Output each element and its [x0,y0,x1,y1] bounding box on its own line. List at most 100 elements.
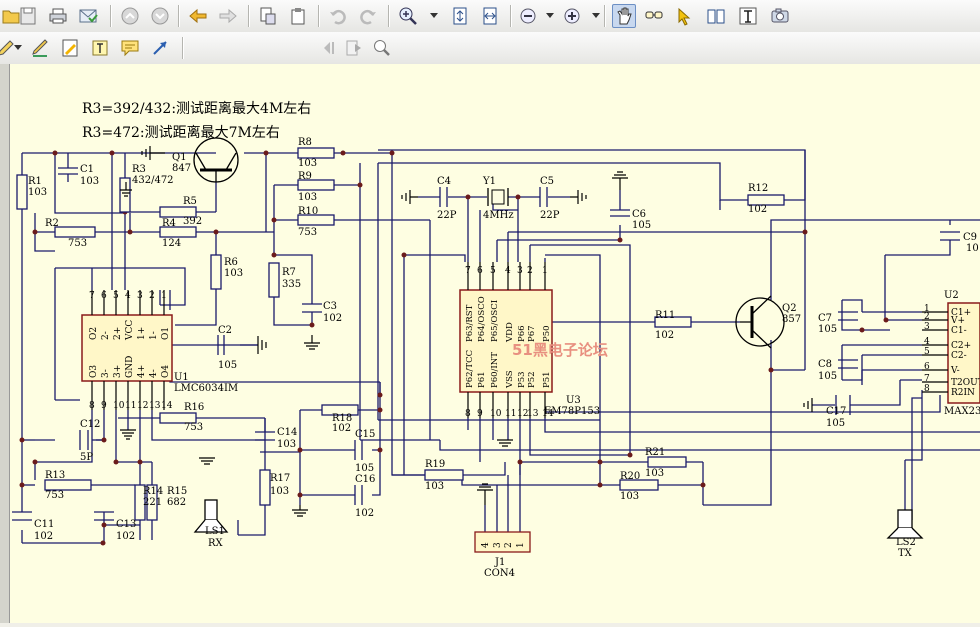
value-r11: 102 [655,330,674,341]
glasses-icon[interactable] [642,4,666,28]
u1-pin-label: 3- [101,369,111,378]
label-j1: J1 [494,557,505,568]
find-next-icon[interactable] [342,36,366,60]
open-icon[interactable] [0,4,24,28]
search-icon[interactable] [370,36,394,60]
u2-pin-label: C2- [951,351,967,361]
value-r14: 221 [143,497,162,508]
copy-page-icon[interactable] [256,4,280,28]
note-icon[interactable] [58,36,82,60]
undo-icon[interactable] [326,4,350,28]
arrow-tool-icon[interactable] [148,36,172,60]
u1-pin-label: 2- [101,331,111,340]
zoom-out-icon[interactable] [516,4,540,28]
zoom-plus-icon[interactable] [560,4,584,28]
value-c8: 105 [818,371,837,382]
u1-pin-number: 14 [161,401,173,411]
find-previous-icon[interactable] [316,36,340,60]
u1-pin-label: O1 [161,327,171,340]
back-icon[interactable] [186,4,210,28]
connector-j1 [474,531,531,553]
label-ls2: LS2 [896,537,916,548]
u3-pin-label: P61 [477,371,487,388]
value-y1: 4MHz [483,210,514,221]
value-u2: MAX23 [944,406,980,417]
select-arrow-icon[interactable] [672,4,696,28]
highlighter-icon[interactable] [28,36,52,60]
label-rx: RX [208,538,224,549]
u2-pin-label: V+ [950,316,965,326]
zoom-plus-dropdown-icon[interactable] [592,13,600,18]
j1-pin-number: 1 [516,542,526,548]
redo-icon[interactable] [356,4,380,28]
u1-pin-number: 10 [113,401,125,411]
comment-icon[interactable] [118,36,142,60]
u1-pin-label: GND [125,356,135,378]
label-r8: R8 [298,137,312,148]
two-page-icon[interactable] [704,4,728,28]
value-r3: 432/472 [132,175,174,186]
hand-tool-icon[interactable] [612,4,636,28]
label-q1: Q1 [172,152,187,163]
u2-pin-number: 1 [924,304,930,314]
label-c7: C7 [818,313,832,324]
text-select-icon[interactable] [736,4,760,28]
u3-pin-number: 12 [517,409,528,419]
save-icon[interactable] [16,4,40,28]
document-canvas[interactable]: R3=392/432:测试距离最大4M左右 R3=472:测试距离最大7M左右 [10,64,980,623]
u3-pin-label: P64/OSCO [477,296,487,342]
paste-page-icon[interactable] [286,4,310,28]
left-panel-handle[interactable] [0,64,10,623]
value-c1: 103 [80,176,99,187]
zoom-out-dropdown-icon[interactable] [546,13,554,18]
junction-dots [19,150,889,546]
u3-pin-label: P53 [517,371,527,388]
u1-pin-number: 9 [101,401,107,411]
value-r9: 103 [298,192,317,203]
pen-icon[interactable] [0,36,18,60]
label-r19: R19 [425,459,445,470]
speaker-ls1 [193,499,229,533]
u1-pin-label: 3+ [113,365,123,378]
u2-pin-number: 2 [924,312,930,322]
u1-pin-number: 2 [149,291,155,301]
crystal-y1 [487,188,509,206]
snapshot-icon[interactable] [768,4,792,28]
u1-pin-number: 12 [137,401,148,411]
u3-pin-label: P63/RST [465,304,475,342]
value-c6: 105 [632,220,651,231]
value-c2: 105 [218,360,237,371]
u3-pin-number: 11 [505,409,516,419]
label-c15: C15 [355,429,375,440]
label-c11: C11 [34,519,54,530]
label-c4: C4 [437,176,451,187]
transistor-q1 [193,137,239,183]
label-r16: R16 [184,402,204,413]
zoom-dropdown-icon[interactable] [430,13,438,18]
u3-pin-label: P67 [527,325,537,342]
u1-pin-label: 4+ [137,365,147,378]
textbox-icon[interactable] [88,36,112,60]
email-icon[interactable] [76,4,100,28]
fit-page-icon[interactable] [448,4,472,28]
page-down-icon[interactable] [148,4,172,28]
label-r10: R10 [298,206,318,217]
label-r9: R9 [298,171,312,182]
label-r3: R3 [132,164,146,175]
print-icon[interactable] [46,4,70,28]
page-up-icon[interactable] [118,4,142,28]
chip-u2 [922,302,980,404]
value-r7: 335 [282,279,301,290]
u1-pin-label: O3 [89,365,99,378]
zoom-in-icon[interactable] [396,4,420,28]
value-r12: 102 [748,204,767,215]
label-tx: TX [898,548,913,559]
value-r6: 103 [224,268,243,279]
u2-pin-number: 6 [924,362,930,372]
u2-pin-label: C2+ [951,341,971,351]
label-u3: U3 [566,395,581,406]
label-q2: Q2 [782,303,797,314]
fit-width-icon[interactable] [478,4,502,28]
forward-icon[interactable] [216,4,240,28]
pen-dropdown-icon[interactable] [14,45,22,50]
